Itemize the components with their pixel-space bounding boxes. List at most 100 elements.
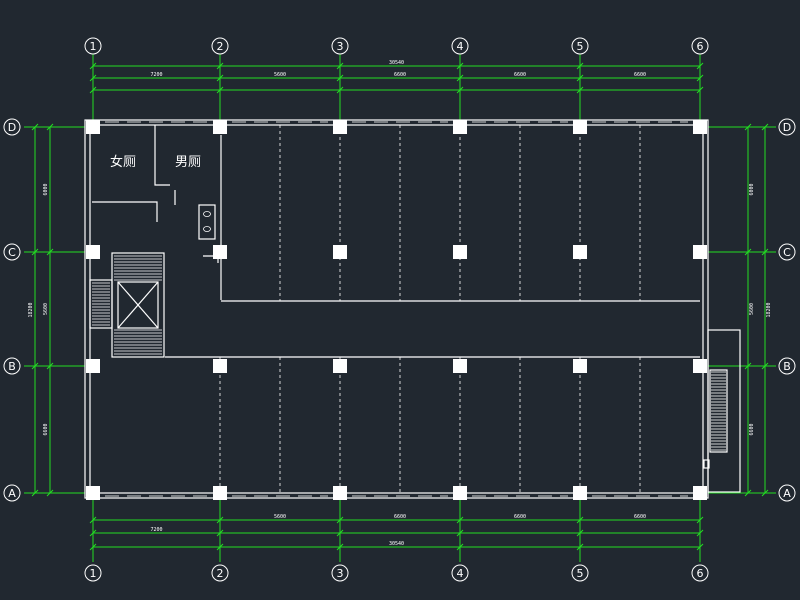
dim-tick [89,516,97,524]
column [693,120,707,134]
dim-tick [89,86,97,94]
dim-text-right-overall: 18200 [766,302,772,317]
structural-columns [86,120,707,500]
dim-tick [456,74,464,82]
column [693,359,707,373]
dim-tick [31,489,39,497]
column [86,245,100,259]
axis-bubble-c [3,243,21,261]
dim-text-bottom-span: 6600 [514,514,526,520]
room-label-mens-toilet: 男厕 [175,155,201,170]
dim-tick [456,529,464,537]
column [213,359,227,373]
stair-treads [92,255,726,451]
axis-label-a: A [783,487,791,500]
dim-tick [456,516,464,524]
column [573,245,587,259]
axis-label-1: 1 [90,567,97,580]
axis-bubble-6 [691,564,709,582]
axis-bubble-b [3,357,21,375]
column [453,120,467,134]
dim-tick [696,74,704,82]
column [213,245,227,259]
column [333,120,347,134]
dim-tick [336,543,344,551]
exterior-stair-enclosure [707,329,741,493]
dim-tick [696,529,704,537]
column [333,245,347,259]
dimension-lines [24,54,776,562]
dim-tick [336,516,344,524]
dim-tick [216,529,224,537]
dim-tick [46,489,54,497]
axis-label-5: 5 [577,567,584,580]
stair-post [703,459,710,469]
dim-tick [336,74,344,82]
dim-tick [216,516,224,524]
column [693,245,707,259]
axis-bubble-d [3,118,21,136]
dim-tick [576,74,584,82]
axis-label-2: 2 [217,567,224,580]
dim-tick [46,362,54,370]
dim-text-left-span: 6000 [43,183,49,195]
dim-tick [576,543,584,551]
dim-tick [216,86,224,94]
dim-tick [576,62,584,70]
dim-tick [336,529,344,537]
column [573,359,587,373]
dim-tick [576,86,584,94]
dim-tick [761,123,769,131]
column [86,486,100,500]
dim-tick [744,123,752,131]
dim-tick [744,362,752,370]
dim-tick [216,62,224,70]
axis-bubble-1 [84,564,102,582]
axis-bubble-6 [691,37,709,55]
column [86,120,100,134]
column [453,245,467,259]
dim-text-right-span: 6000 [749,183,755,195]
dim-tick [46,123,54,131]
dim-tick [761,362,769,370]
axis-bubble-4 [451,37,469,55]
dim-tick [216,543,224,551]
dim-text-top-overall: 30540 [389,60,404,66]
dim-tick [576,516,584,524]
axis-label-2: 2 [217,40,224,53]
axis-label-c: C [8,246,16,259]
dim-tick [31,123,39,131]
axis-label-b: B [8,360,16,373]
axis-bubble-a [778,484,796,502]
dim-text-top-span: 6600 [394,72,406,78]
dim-text-left-span: 6600 [43,423,49,435]
dim-tick [696,86,704,94]
dim-text-top-span: 7200 [150,72,162,78]
toilet-partition [154,125,170,186]
axis-bubble-c [778,243,796,261]
dim-tick [89,543,97,551]
dim-text-bottom-overall: 30540 [389,541,404,547]
dim-text-top-span: 6600 [634,72,646,78]
column [453,486,467,500]
column [213,120,227,134]
sink-bowl [203,211,211,217]
outer-wall [84,119,709,499]
dim-tick [744,248,752,256]
column [86,359,100,373]
dim-tick [456,62,464,70]
axis-bubble-5 [571,37,589,55]
dim-tick [31,248,39,256]
column [333,486,347,500]
dim-tick [336,62,344,70]
column [453,359,467,373]
building-walls [84,119,741,499]
dim-text-bottom-span: 6600 [394,514,406,520]
dim-tick [696,62,704,70]
axis-bubble-5 [571,564,589,582]
axis-bubble-3 [331,37,349,55]
dim-tick [456,543,464,551]
axis-label-6: 6 [697,40,704,53]
